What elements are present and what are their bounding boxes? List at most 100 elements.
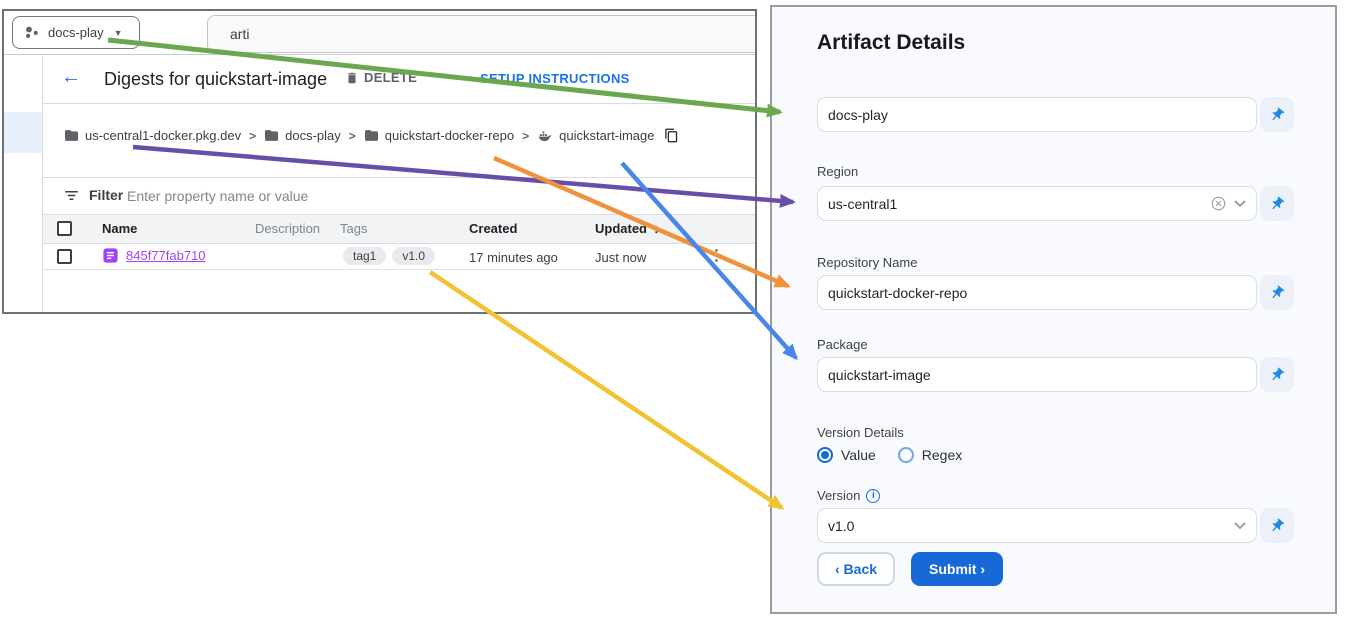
project-input[interactable] — [828, 106, 1246, 123]
back-arrow-icon[interactable]: ← — [61, 66, 81, 88]
sort-desc-icon: ↓ — [653, 221, 660, 236]
cloud-console-window: docs-play ▼ ← Digests for quickstart-ima… — [2, 9, 757, 314]
pin-icon — [1272, 196, 1285, 209]
repository-input[interactable] — [828, 284, 1246, 301]
region-label: Region — [817, 164, 859, 179]
breadcrumb-row: us-central1-docker.pkg.dev > docs-play > — [43, 104, 755, 178]
breadcrumb-repository[interactable]: quickstart-docker-repo — [364, 128, 514, 143]
search-box[interactable] — [207, 15, 755, 53]
breadcrumb-registry[interactable]: us-central1-docker.pkg.dev — [64, 128, 241, 143]
pin-button[interactable] — [1260, 508, 1294, 543]
radio-value[interactable]: Value — [817, 447, 876, 463]
pin-icon — [1272, 107, 1285, 120]
filter-input[interactable] — [127, 183, 527, 209]
repository-field[interactable] — [817, 275, 1257, 310]
pin-button[interactable] — [1260, 275, 1294, 310]
column-header-updated[interactable]: Updated↓ — [595, 221, 660, 236]
setup-instructions-button[interactable]: SETUP INSTRUCTIONS — [480, 71, 630, 86]
breadcrumb-project[interactable]: docs-play — [264, 128, 341, 143]
digest-link[interactable]: 845f77fab710 — [126, 248, 206, 263]
clear-icon[interactable] — [1211, 196, 1226, 211]
page-title: Digests for quickstart-image — [104, 69, 328, 89]
column-header-tags[interactable]: Tags — [340, 221, 368, 236]
select-all-checkbox[interactable] — [57, 221, 72, 236]
panel-actions: ‹ Back Submit › — [817, 552, 1004, 586]
copy-icon[interactable] — [664, 128, 679, 143]
folder-icon — [65, 130, 78, 141]
pin-icon — [1272, 367, 1285, 380]
filter-label-group: Filter — [64, 187, 123, 203]
panel-title: Artifact Details — [817, 31, 966, 54]
tag-pill[interactable]: v1.0 — [392, 247, 436, 265]
chevron-down-icon[interactable] — [1234, 199, 1246, 208]
side-nav-active-item[interactable] — [4, 112, 42, 153]
package-field[interactable] — [817, 357, 1257, 392]
submit-button[interactable]: Submit › — [911, 552, 1004, 586]
caret-down-icon: ▼ — [113, 27, 123, 38]
updated-cell: Just now — [595, 250, 647, 265]
console-body: ← Digests for quickstart-image DELETE SE… — [4, 55, 755, 312]
console-main: ← Digests for quickstart-image DELETE SE… — [43, 55, 755, 312]
column-header-name[interactable]: Name — [102, 221, 138, 236]
version-field-group — [817, 508, 1294, 543]
folder-icon — [364, 130, 378, 141]
repository-field-group — [817, 275, 1294, 310]
delete-button-label: DELETE — [364, 70, 418, 85]
breadcrumb: us-central1-docker.pkg.dev > docs-play > — [64, 128, 679, 143]
chevron-down-icon[interactable] — [1234, 521, 1246, 530]
digest-cell: 845f77fab710 — [102, 247, 206, 264]
chevron-right-icon: > — [348, 128, 356, 143]
filter-icon — [65, 190, 78, 200]
side-nav[interactable] — [4, 55, 43, 312]
package-field-group — [817, 357, 1294, 392]
console-topbar: docs-play ▼ — [4, 11, 755, 55]
package-label: Package — [817, 337, 868, 352]
docker-whale-icon — [538, 131, 552, 141]
pin-button[interactable] — [1260, 186, 1294, 221]
pin-button[interactable] — [1260, 97, 1294, 132]
row-checkbox[interactable] — [57, 249, 72, 264]
package-input[interactable] — [828, 366, 1246, 383]
artifact-details-panel: Artifact Details Region — [770, 5, 1337, 614]
container-image-icon — [103, 248, 118, 263]
breadcrumb-package[interactable]: quickstart-image — [537, 128, 654, 143]
project-field-group — [817, 97, 1294, 132]
radio-unselected-icon[interactable] — [897, 447, 914, 463]
search-input[interactable] — [208, 16, 755, 52]
version-details-radios: Value Regex — [817, 447, 962, 463]
project-icon — [26, 26, 38, 38]
column-header-description[interactable]: Description — [255, 221, 321, 236]
radio-regex[interactable]: Regex — [897, 447, 962, 463]
tag-pill[interactable]: tag1 — [343, 247, 387, 265]
column-header-created[interactable]: Created — [469, 221, 518, 236]
project-field[interactable] — [817, 97, 1257, 132]
trash-icon — [347, 72, 357, 83]
overflow-menu-icon[interactable]: ⋮ — [709, 247, 724, 264]
pin-button[interactable] — [1260, 357, 1294, 392]
chevron-right-icon: > — [249, 128, 257, 143]
folder-icon — [265, 130, 279, 141]
chevron-right-icon: > — [522, 128, 530, 143]
project-selector[interactable]: docs-play ▼ — [12, 16, 140, 49]
table-header: Name Description Tags Created Updated↓ — [43, 215, 755, 244]
filter-bar: Filter — [43, 178, 755, 215]
region-field[interactable] — [817, 186, 1257, 221]
version-label: Version — [817, 488, 861, 503]
version-label-group: Version i — [817, 488, 881, 503]
version-input[interactable] — [828, 517, 1226, 534]
region-input[interactable] — [828, 195, 1203, 212]
filter-label: Filter — [89, 187, 124, 203]
pin-icon — [1272, 285, 1285, 298]
info-icon[interactable]: i — [866, 488, 881, 503]
pin-icon — [1272, 518, 1285, 531]
back-button[interactable]: ‹ Back — [817, 552, 896, 586]
version-field[interactable] — [817, 508, 1257, 543]
table-row: 845f77fab710 tag1 v1.0 17 minutes ago Ju… — [43, 244, 755, 270]
project-selector-label: docs-play — [48, 25, 104, 40]
delete-button[interactable]: DELETE — [345, 70, 417, 85]
page-header: ← Digests for quickstart-image DELETE SE… — [43, 55, 755, 104]
created-cell: 17 minutes ago — [469, 250, 558, 265]
version-details-label: Version Details — [817, 425, 904, 440]
radio-selected-icon[interactable] — [817, 447, 833, 463]
